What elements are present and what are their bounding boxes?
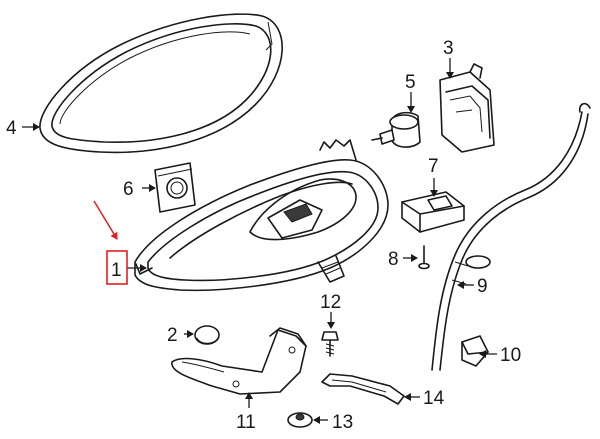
- callout-5: 5: [405, 72, 416, 93]
- part-grommet-13: [287, 412, 313, 428]
- callout-12: 12: [320, 292, 341, 313]
- callout-9: 9: [477, 276, 488, 297]
- part-control-module: [401, 191, 465, 233]
- callout-13: 13: [332, 412, 353, 433]
- callout-6: 6: [123, 179, 134, 200]
- part-wiring-harness: [431, 102, 591, 371]
- part-screw-8: [418, 245, 430, 270]
- part-mounting-bracket: [171, 327, 307, 395]
- callout-4: 4: [6, 118, 17, 139]
- callout-2: 2: [167, 325, 178, 346]
- part-lens-cover: [39, 13, 283, 154]
- part-actuator-motor: [371, 111, 421, 148]
- callout-11: 11: [236, 412, 256, 433]
- part-cap-2: [194, 325, 220, 345]
- callout-14: 14: [423, 388, 445, 409]
- part-connector-housing: [439, 63, 495, 153]
- callout-7: 7: [428, 156, 439, 177]
- callout-10: 10: [500, 345, 521, 366]
- highlight-box: [106, 250, 128, 285]
- callout-1: 1: [111, 260, 122, 281]
- highlight-arrow: [93, 200, 118, 240]
- callout-3: 3: [443, 38, 454, 59]
- part-clip-10: [461, 335, 489, 367]
- leader-lines: [22, 58, 497, 424]
- part-bracket-6: [154, 162, 196, 213]
- callout-labels: 1 2 3 4 5 6 7 8 9 10 11 12 13 14: [6, 38, 521, 433]
- part-strip-14: [321, 373, 405, 405]
- highlight-marker: [93, 200, 128, 285]
- callout-8: 8: [388, 249, 399, 270]
- part-headlight-assembly: [134, 139, 389, 292]
- part-bolt-12: [321, 331, 339, 357]
